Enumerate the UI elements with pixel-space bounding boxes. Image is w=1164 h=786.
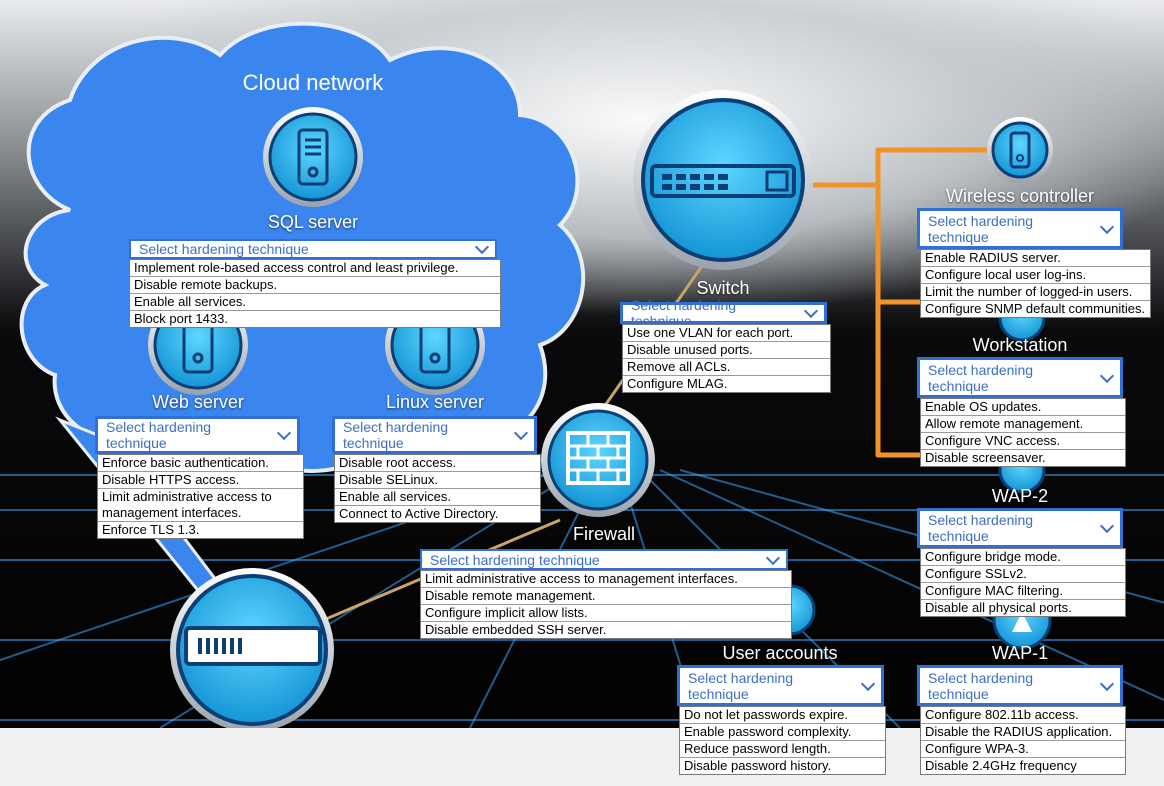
wap1-option[interactable]: Configure WPA-3. [921, 741, 1125, 758]
web-server-option[interactable]: Disable HTTPS access. [98, 472, 303, 489]
workstation-option[interactable]: Allow remote management. [921, 416, 1125, 433]
wap2-options: Configure bridge mode. Configure SSLv2. … [920, 548, 1126, 617]
web-server-options: Enforce basic authentication. Disable HT… [97, 454, 304, 539]
linux-server-options: Disable root access. Disable SELinux. En… [334, 454, 541, 523]
wap2-option[interactable]: Disable all physical ports. [925, 600, 1072, 615]
firewall-option[interactable]: Disable embedded SSH server. [425, 622, 607, 637]
chevron-down-icon [860, 676, 876, 691]
user-accounts-select-placeholder: Select hardening technique [688, 669, 794, 702]
wap2-label: WAP-2 [991, 486, 1049, 506]
firewall-label: Firewall [572, 524, 636, 544]
wap1-options: Configure 802.11b access. Disable the RA… [920, 706, 1126, 775]
user-accounts-option[interactable]: Enable password complexity. [680, 724, 885, 741]
firewall-option[interactable]: Configure implicit allow lists. [421, 605, 791, 622]
web-server-label: Web server [152, 392, 244, 412]
linux-server-option[interactable]: Enable all services. [335, 489, 540, 506]
wap2-select[interactable]: Select hardening technique [917, 508, 1123, 548]
user-accounts-option[interactable]: Disable password history. [684, 758, 832, 773]
router-node [170, 568, 334, 732]
user-accounts-option[interactable]: Do not let passwords expire. [680, 707, 885, 724]
chevron-down-icon [514, 425, 529, 441]
linux-server-option[interactable]: Connect to Active Directory. [339, 506, 499, 521]
sql-server-label: SQL server [267, 212, 359, 232]
chevron-down-icon [1099, 219, 1115, 234]
switch-option[interactable]: Configure MLAG. [627, 376, 728, 391]
wireless-controller-option[interactable]: Configure SNMP default communities. [925, 301, 1146, 316]
sql-server-option[interactable]: Block port 1433. [134, 311, 228, 326]
wap2-select-placeholder: Select hardening technique [928, 512, 1034, 544]
sql-server-option[interactable]: Implement role-based access control and … [130, 260, 500, 277]
firewall-select-placeholder: Select hardening technique [430, 551, 600, 568]
wap1-select-placeholder: Select hardening technique [928, 669, 1034, 702]
linux-server-select-placeholder: Select hardening technique [343, 419, 449, 451]
web-server-option[interactable]: Enforce basic authentication. [98, 455, 303, 472]
chevron-down-icon [1099, 368, 1115, 383]
firewall-option[interactable]: Limit administrative access to managemen… [421, 571, 791, 588]
user-accounts-label: User accounts [722, 643, 838, 663]
firewall-select[interactable]: Select hardening technique [420, 549, 788, 570]
web-server-option[interactable]: Limit administrative access to managemen… [98, 489, 303, 522]
firewall-node [541, 403, 655, 517]
chevron-down-icon [1099, 676, 1115, 691]
wireless-controller-label: Wireless controller [945, 186, 1095, 206]
web-server-option[interactable]: Enforce TLS 1.3. [102, 522, 200, 537]
switch-option[interactable]: Disable unused ports. [623, 342, 830, 359]
switch-label: Switch [696, 278, 750, 298]
switch-option[interactable]: Remove all ACLs. [623, 359, 830, 376]
wap1-select[interactable]: Select hardening technique [917, 665, 1123, 706]
wap1-option[interactable]: Disable the RADIUS application. [921, 724, 1125, 741]
wap2-option[interactable]: Configure bridge mode. [921, 549, 1125, 566]
workstation-options: Enable OS updates. Allow remote manageme… [920, 398, 1126, 467]
chevron-down-icon [1099, 518, 1115, 534]
wap1-option[interactable]: Configure 802.11b access. [921, 707, 1125, 724]
wireless-controller-select[interactable]: Select hardening technique [917, 208, 1123, 249]
user-accounts-option[interactable]: Reduce password length. [680, 741, 885, 758]
workstation-select-placeholder: Select hardening technique [928, 361, 1034, 394]
switch-options: Use one VLAN for each port. Disable unus… [622, 324, 831, 393]
workstation-option[interactable]: Disable screensaver. [925, 450, 1046, 465]
switch-node [633, 90, 813, 270]
workstation-option[interactable]: Enable OS updates. [921, 399, 1125, 416]
wireless-controller-node [987, 117, 1053, 183]
sql-server-node [263, 107, 363, 207]
firewall-option[interactable]: Disable remote management. [421, 588, 791, 605]
sql-server-select[interactable]: Select hardening technique [129, 239, 497, 259]
wap2-option[interactable]: Configure SSLv2. [921, 566, 1125, 583]
wireless-controller-options: Enable RADIUS server. Configure local us… [920, 249, 1151, 318]
wap1-label: WAP-1 [991, 643, 1049, 663]
user-accounts-select[interactable]: Select hardening technique [677, 665, 884, 706]
workstation-option[interactable]: Configure VNC access. [921, 433, 1125, 450]
firewall-options: Limit administrative access to managemen… [420, 570, 792, 639]
cloud-network-title: Cloud network [242, 70, 384, 95]
chevron-down-icon [803, 303, 819, 319]
web-server-select[interactable]: Select hardening technique [95, 416, 300, 454]
sql-server-option[interactable]: Disable remote backups. [130, 277, 500, 294]
wireless-controller-option[interactable]: Enable RADIUS server. [921, 250, 1150, 267]
linux-server-select[interactable]: Select hardening technique [332, 416, 537, 454]
wireless-controller-select-placeholder: Select hardening technique [928, 212, 1034, 245]
wap1-option[interactable]: Disable 2.4GHz frequency [925, 758, 1077, 773]
linux-server-option[interactable]: Disable SELinux. [335, 472, 540, 489]
user-accounts-options: Do not let passwords expire. Enable pass… [679, 706, 886, 775]
network-links [812, 147, 1003, 458]
wap2-option[interactable]: Configure MAC filtering. [921, 583, 1125, 600]
chevron-down-icon [765, 550, 781, 565]
linux-server-label: Linux server [385, 392, 485, 412]
sql-server-select-placeholder: Select hardening technique [139, 241, 309, 257]
wireless-controller-option[interactable]: Limit the number of logged-in users. [921, 284, 1150, 301]
wireless-controller-option[interactable]: Configure local user log-ins. [921, 267, 1150, 284]
switch-option[interactable]: Use one VLAN for each port. [623, 325, 830, 342]
workstation-label: Workstation [972, 335, 1068, 355]
sql-server-option[interactable]: Enable all services. [130, 294, 500, 311]
chevron-down-icon [277, 425, 292, 441]
chevron-down-icon [474, 239, 490, 255]
switch-select[interactable]: Select hardening technique [620, 297, 827, 329]
linux-server-option[interactable]: Disable root access. [335, 455, 540, 472]
web-server-select-placeholder: Select hardening technique [106, 419, 212, 451]
sql-server-options: Implement role-based access control and … [129, 259, 501, 328]
workstation-select[interactable]: Select hardening technique [917, 357, 1123, 398]
